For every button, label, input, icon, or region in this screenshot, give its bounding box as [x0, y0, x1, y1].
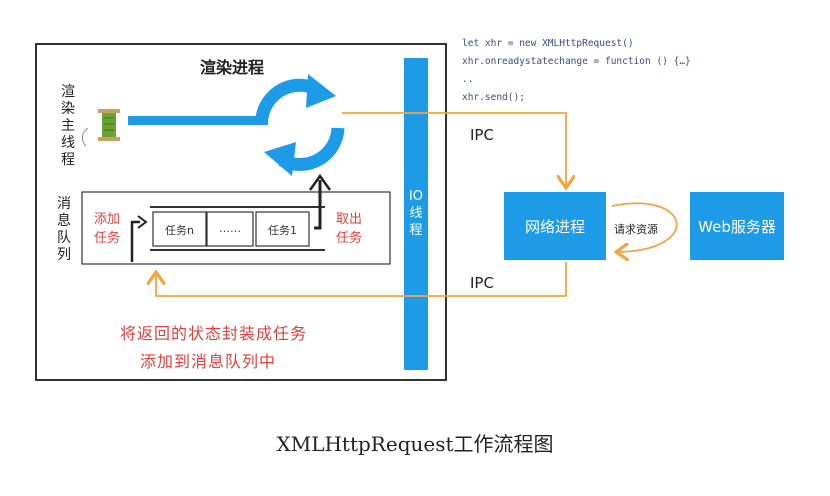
request-resource-label: 请求资源 — [614, 223, 658, 236]
dequeue-arrow — [314, 180, 322, 230]
queue-item-1: 任务1 — [268, 224, 297, 237]
request-resource-loop — [611, 202, 678, 252]
enqueue-arrow — [130, 220, 140, 262]
code-line-3: .. — [462, 74, 474, 85]
event-loop-icon — [255, 74, 345, 176]
ipc-response-arrow — [156, 262, 567, 297]
message-queue-box — [81, 191, 391, 265]
queue-item-box-1 — [255, 211, 310, 247]
main-thread-label: 渲染主线程 — [61, 84, 75, 168]
code-line-2: xhr.onreadystatechange = function () {…} — [462, 56, 691, 67]
add-task-label: 添加任务 — [94, 212, 121, 246]
take-task-label: 取出任务 — [336, 212, 363, 246]
ipc-label-top: IPC — [470, 126, 494, 144]
figure-caption: XMLHttpRequest工作流程图 — [276, 432, 554, 456]
io-thread-bar — [404, 58, 428, 370]
note-line-2: 添加到消息队列中 — [140, 352, 277, 371]
thread-spool-icon — [81, 109, 120, 147]
main-thread-bar — [128, 116, 268, 125]
message-queue-label: 消息队列 — [57, 196, 71, 263]
queue-item-box-n — [152, 211, 207, 247]
ipc-label-bottom: IPC — [470, 274, 494, 292]
code-line-4: xhr.send(); — [462, 92, 525, 103]
network-process-box: 网络进程 — [504, 192, 606, 260]
note-line-1: 将返回的状态封装成任务 — [120, 324, 308, 343]
web-server-box: Web服务器 — [690, 192, 784, 260]
queue-item-ellipsis: …… — [219, 222, 241, 235]
queue-item-n: 任务n — [165, 224, 194, 237]
render-process-box — [35, 43, 447, 381]
ipc-request-arrow — [342, 112, 566, 186]
queue-item-box-dots — [206, 211, 254, 247]
io-thread-label: IO线程 — [408, 189, 424, 238]
code-line-1: let xhr = new XMLHttpRequest() — [462, 38, 634, 49]
render-process-title: 渲染进程 — [200, 58, 265, 77]
